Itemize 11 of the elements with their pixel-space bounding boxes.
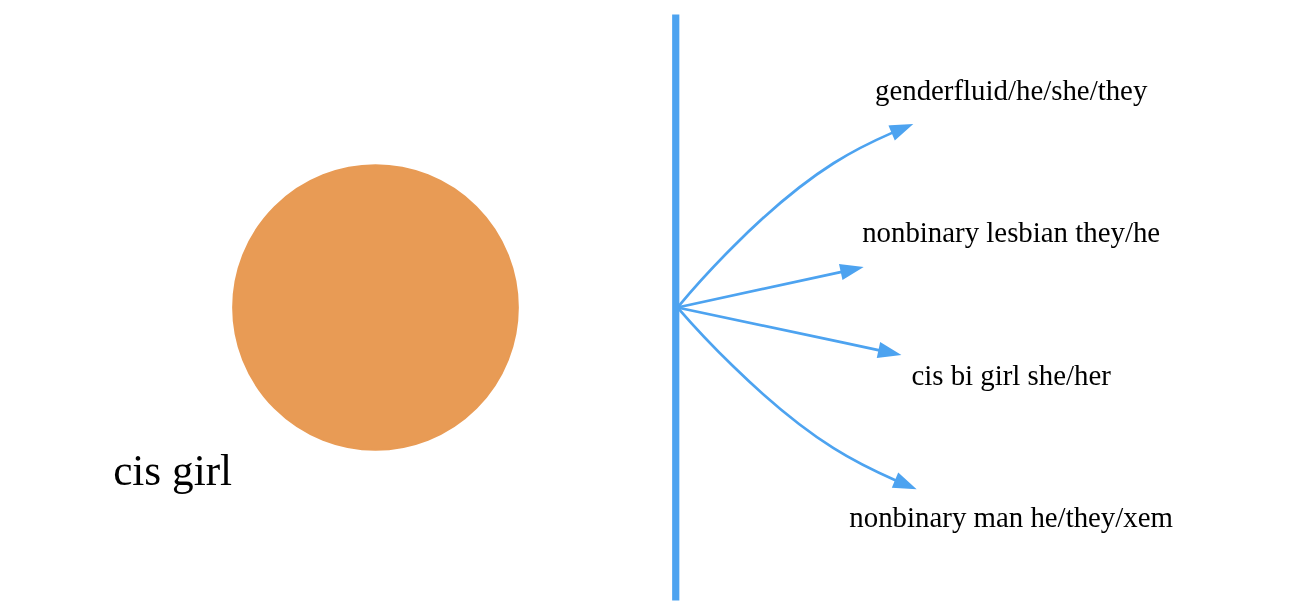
node-text: cis bi girl she/her — [911, 358, 1111, 391]
arrow — [678, 306, 902, 359]
node-text: nonbinary lesbian they/he — [862, 216, 1161, 249]
node-circle — [232, 164, 519, 451]
arrow — [677, 123, 914, 307]
node-label: cis girl — [113, 445, 233, 494]
arrow — [678, 264, 864, 309]
node-text: nonbinary man he/they/xem — [849, 501, 1173, 534]
node-bar — [672, 14, 680, 601]
node-text: genderfluid/he/she/they — [875, 73, 1148, 106]
arrow — [677, 308, 917, 490]
